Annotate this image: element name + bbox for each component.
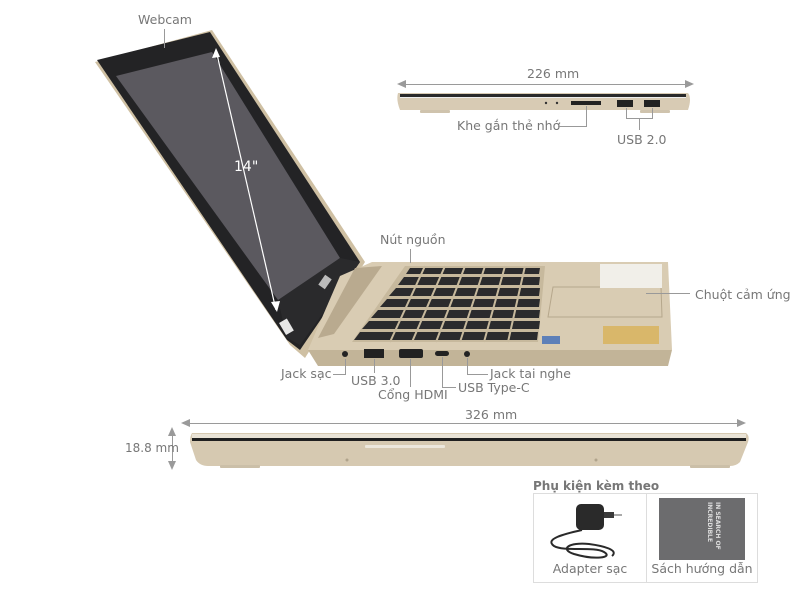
- depth-dimension-line: [404, 84, 686, 85]
- usb2-leader: [639, 118, 640, 130]
- usb3-leader: [374, 359, 375, 373]
- manual-cover-text: IN SEARCH OF INCREDIBLE: [706, 502, 721, 550]
- adapter-caption: Adapter sạc: [552, 561, 628, 576]
- depth-arrow-left: [397, 80, 406, 88]
- power-adapter-icon: [550, 504, 622, 559]
- accessory-adapter: Adapter sạc: [533, 493, 647, 583]
- thickness-dimension-line: [172, 435, 173, 461]
- thickness-dimension-label: 18.8 mm: [125, 441, 179, 455]
- depth-arrow-right: [685, 80, 694, 88]
- card-reader-label: Khe gắn thẻ nhớ: [457, 118, 561, 133]
- usb2-label: USB 2.0: [617, 132, 667, 147]
- headphone-jack-label: Jack tai nghe: [490, 366, 571, 381]
- width-arrow-right: [737, 419, 746, 427]
- width-dimension-line: [188, 423, 738, 424]
- headphone-leader-v: [467, 358, 468, 374]
- usb-c-leader-h: [442, 387, 456, 388]
- thickness-arrow-top: [168, 427, 176, 436]
- power-button-label: Nút nguồn: [380, 232, 446, 247]
- usb-type-c-label: USB Type-C: [458, 380, 530, 395]
- depth-dimension-label: 226 mm: [527, 66, 580, 81]
- thickness-arrow-bottom: [168, 461, 176, 470]
- manual-caption: Sách hướng dẫn: [651, 561, 753, 576]
- accessories-title: Phụ kiện kèm theo: [533, 479, 660, 493]
- hdmi-leader: [410, 359, 411, 387]
- power-button-leader-line: [410, 249, 411, 263]
- usb3-label: USB 3.0: [351, 373, 401, 388]
- hdmi-label: Cổng HDMI: [378, 387, 448, 402]
- accessory-manual: IN SEARCH OF INCREDIBLE Sách hướng dẫn: [646, 493, 758, 583]
- touchpad-label: Chuột cảm ứng: [695, 287, 791, 302]
- usb-c-leader-v: [442, 357, 443, 387]
- usb2-bracket-left: [626, 108, 627, 118]
- usb2-bracket-right: [652, 108, 653, 118]
- user-manual-icon: IN SEARCH OF INCREDIBLE: [659, 498, 745, 560]
- touchpad-leader-line: [646, 293, 690, 294]
- width-arrow-left: [181, 419, 190, 427]
- charging-jack-label: Jack sạc: [281, 366, 332, 381]
- webcam-label: Webcam: [138, 12, 192, 27]
- width-dimension-label: 326 mm: [465, 407, 518, 422]
- webcam-leader-line: [164, 29, 165, 48]
- card-reader-leader-h: [558, 126, 586, 127]
- charging-jack-leader: [333, 374, 345, 375]
- headphone-leader-h: [467, 374, 488, 375]
- card-reader-leader-v: [586, 106, 587, 127]
- screen-size-label: 14": [234, 159, 259, 175]
- charging-jack-leader-v: [345, 359, 346, 375]
